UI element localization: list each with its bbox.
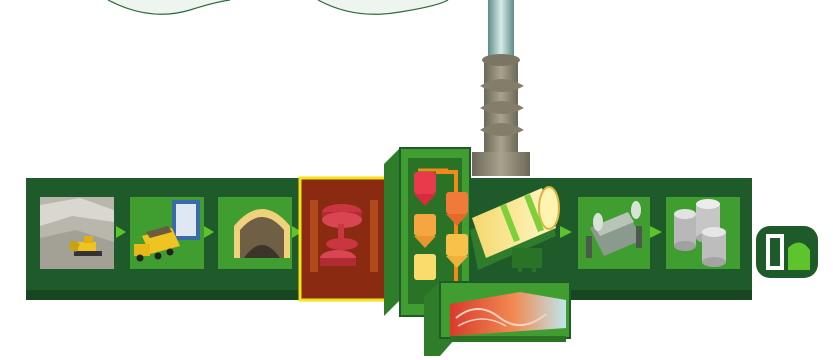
smoke-plume — [488, 0, 514, 62]
preheater-tower-icon — [414, 168, 468, 300]
step-cooler — [424, 281, 571, 356]
chimney — [472, 54, 530, 176]
cloud-right — [317, 0, 449, 15]
step-silos — [666, 197, 740, 269]
brand-logo-icon — [756, 226, 818, 278]
quarry-excavator-icon — [68, 236, 102, 256]
step-grinding — [298, 176, 390, 302]
dump-truck-icon — [134, 226, 180, 262]
clinker-cooler-icon — [450, 292, 566, 342]
step-quarry — [40, 197, 114, 269]
step-kiln — [470, 186, 560, 272]
cement-silos-icon — [674, 199, 726, 267]
step-storage — [218, 197, 292, 269]
step-preheater — [384, 147, 471, 317]
cement-mill-icon — [586, 201, 642, 258]
raw-material-storage-icon — [234, 209, 290, 258]
cloud-left — [107, 0, 231, 15]
rotary-kiln-icon — [472, 186, 560, 272]
raw-mill-icon — [310, 200, 378, 272]
flow-arrows — [116, 226, 662, 238]
step-transport — [130, 197, 204, 269]
step-cement-mill — [578, 197, 650, 269]
